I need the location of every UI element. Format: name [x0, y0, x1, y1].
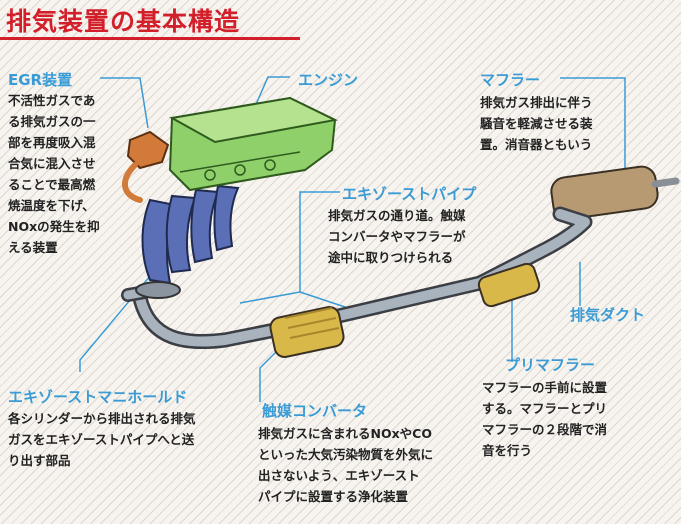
- premuffler-heading: プリマフラー: [505, 356, 596, 374]
- muffler-heading: マフラー: [480, 71, 541, 89]
- catalytic-converter-shape: [269, 306, 345, 358]
- muffler-shape: [550, 165, 680, 221]
- leader-muffler: [560, 77, 626, 182]
- egr-description: 不活性ガスであ る排気ガスの一 部を再度吸入混 合気に混入させ ることで最高燃 …: [8, 93, 100, 255]
- exhaust-pipe-description: 排気ガスの通り道。触媒 コンバータやマフラーが 途中に取りつけられる: [328, 208, 466, 265]
- manifold-heading: エキゾーストマニホールド: [8, 388, 188, 406]
- leader-exhaust-pipe-b: [299, 291, 349, 309]
- egr-valve-shape: [122, 130, 170, 203]
- manifold-description: 各シリンダーから排出される排気 ガスをエキゾーストパイプへと送 り出す部品: [8, 411, 196, 468]
- exhaust-manifold-shape: [135, 184, 240, 299]
- muffler-description: 排気ガス排出に伴う 騒音を軽減させる装 置。消音器ともいう: [480, 95, 593, 152]
- exhaust-duct-heading: 排気ダクト: [570, 306, 646, 324]
- engine-shape: [168, 96, 339, 192]
- premuffler-description: マフラーの手前に設置 する。マフラーとプリ マフラーの２段階で消 音を行う: [482, 380, 608, 458]
- exhaust-pipe-heading: エキゾーストパイプ: [342, 185, 477, 203]
- leader-exhaust-pipe-a: [239, 191, 340, 304]
- catalytic-heading: 触媒コンバータ: [262, 402, 368, 420]
- engine-heading: エンジン: [298, 71, 359, 89]
- catalytic-description: 排気ガスに含まれるNOxやCO といった大気汚染物質を外気に 出さないよう、エキ…: [258, 426, 434, 504]
- premuffler-shape: [477, 262, 541, 308]
- egr-heading: EGR装置: [8, 71, 73, 89]
- leader-egr: [100, 77, 149, 129]
- title-underline: [0, 37, 300, 40]
- page-title: 排気装置の基本構造: [6, 7, 241, 36]
